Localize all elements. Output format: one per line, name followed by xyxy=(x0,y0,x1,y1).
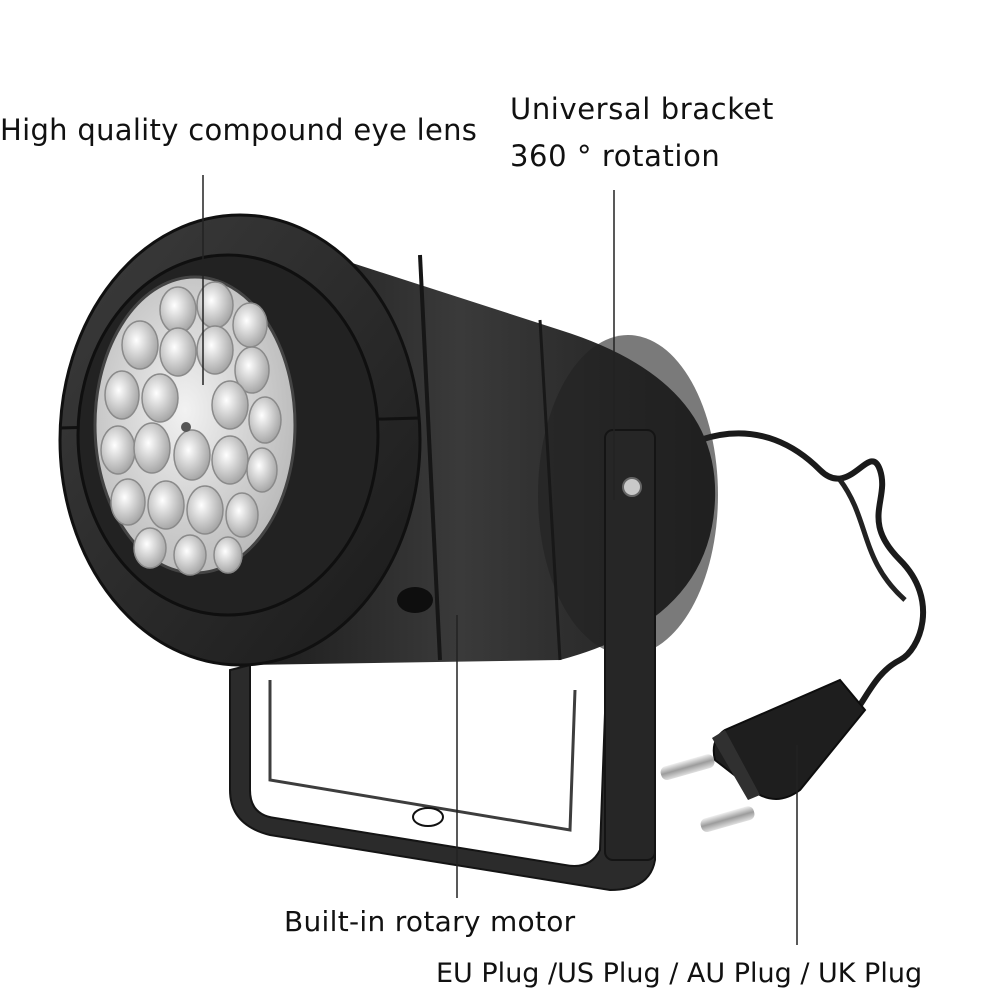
power-cable xyxy=(697,430,927,708)
bracket-annotation-title: Universal bracket xyxy=(510,92,774,126)
bracket-annotation-rotation: 360 ° rotation xyxy=(510,139,721,173)
bracket-screw-icon xyxy=(622,477,642,497)
motor-vent xyxy=(397,587,433,613)
plug-annotation: EU Plug /US Plug / AU Plug / UK Plug xyxy=(436,958,923,989)
compound-eye-lens xyxy=(93,275,297,576)
motor-annotation: Built-in rotary motor xyxy=(284,905,576,938)
lens-annotation: High quality compound eye lens xyxy=(0,113,478,147)
eu-plug xyxy=(660,678,867,833)
